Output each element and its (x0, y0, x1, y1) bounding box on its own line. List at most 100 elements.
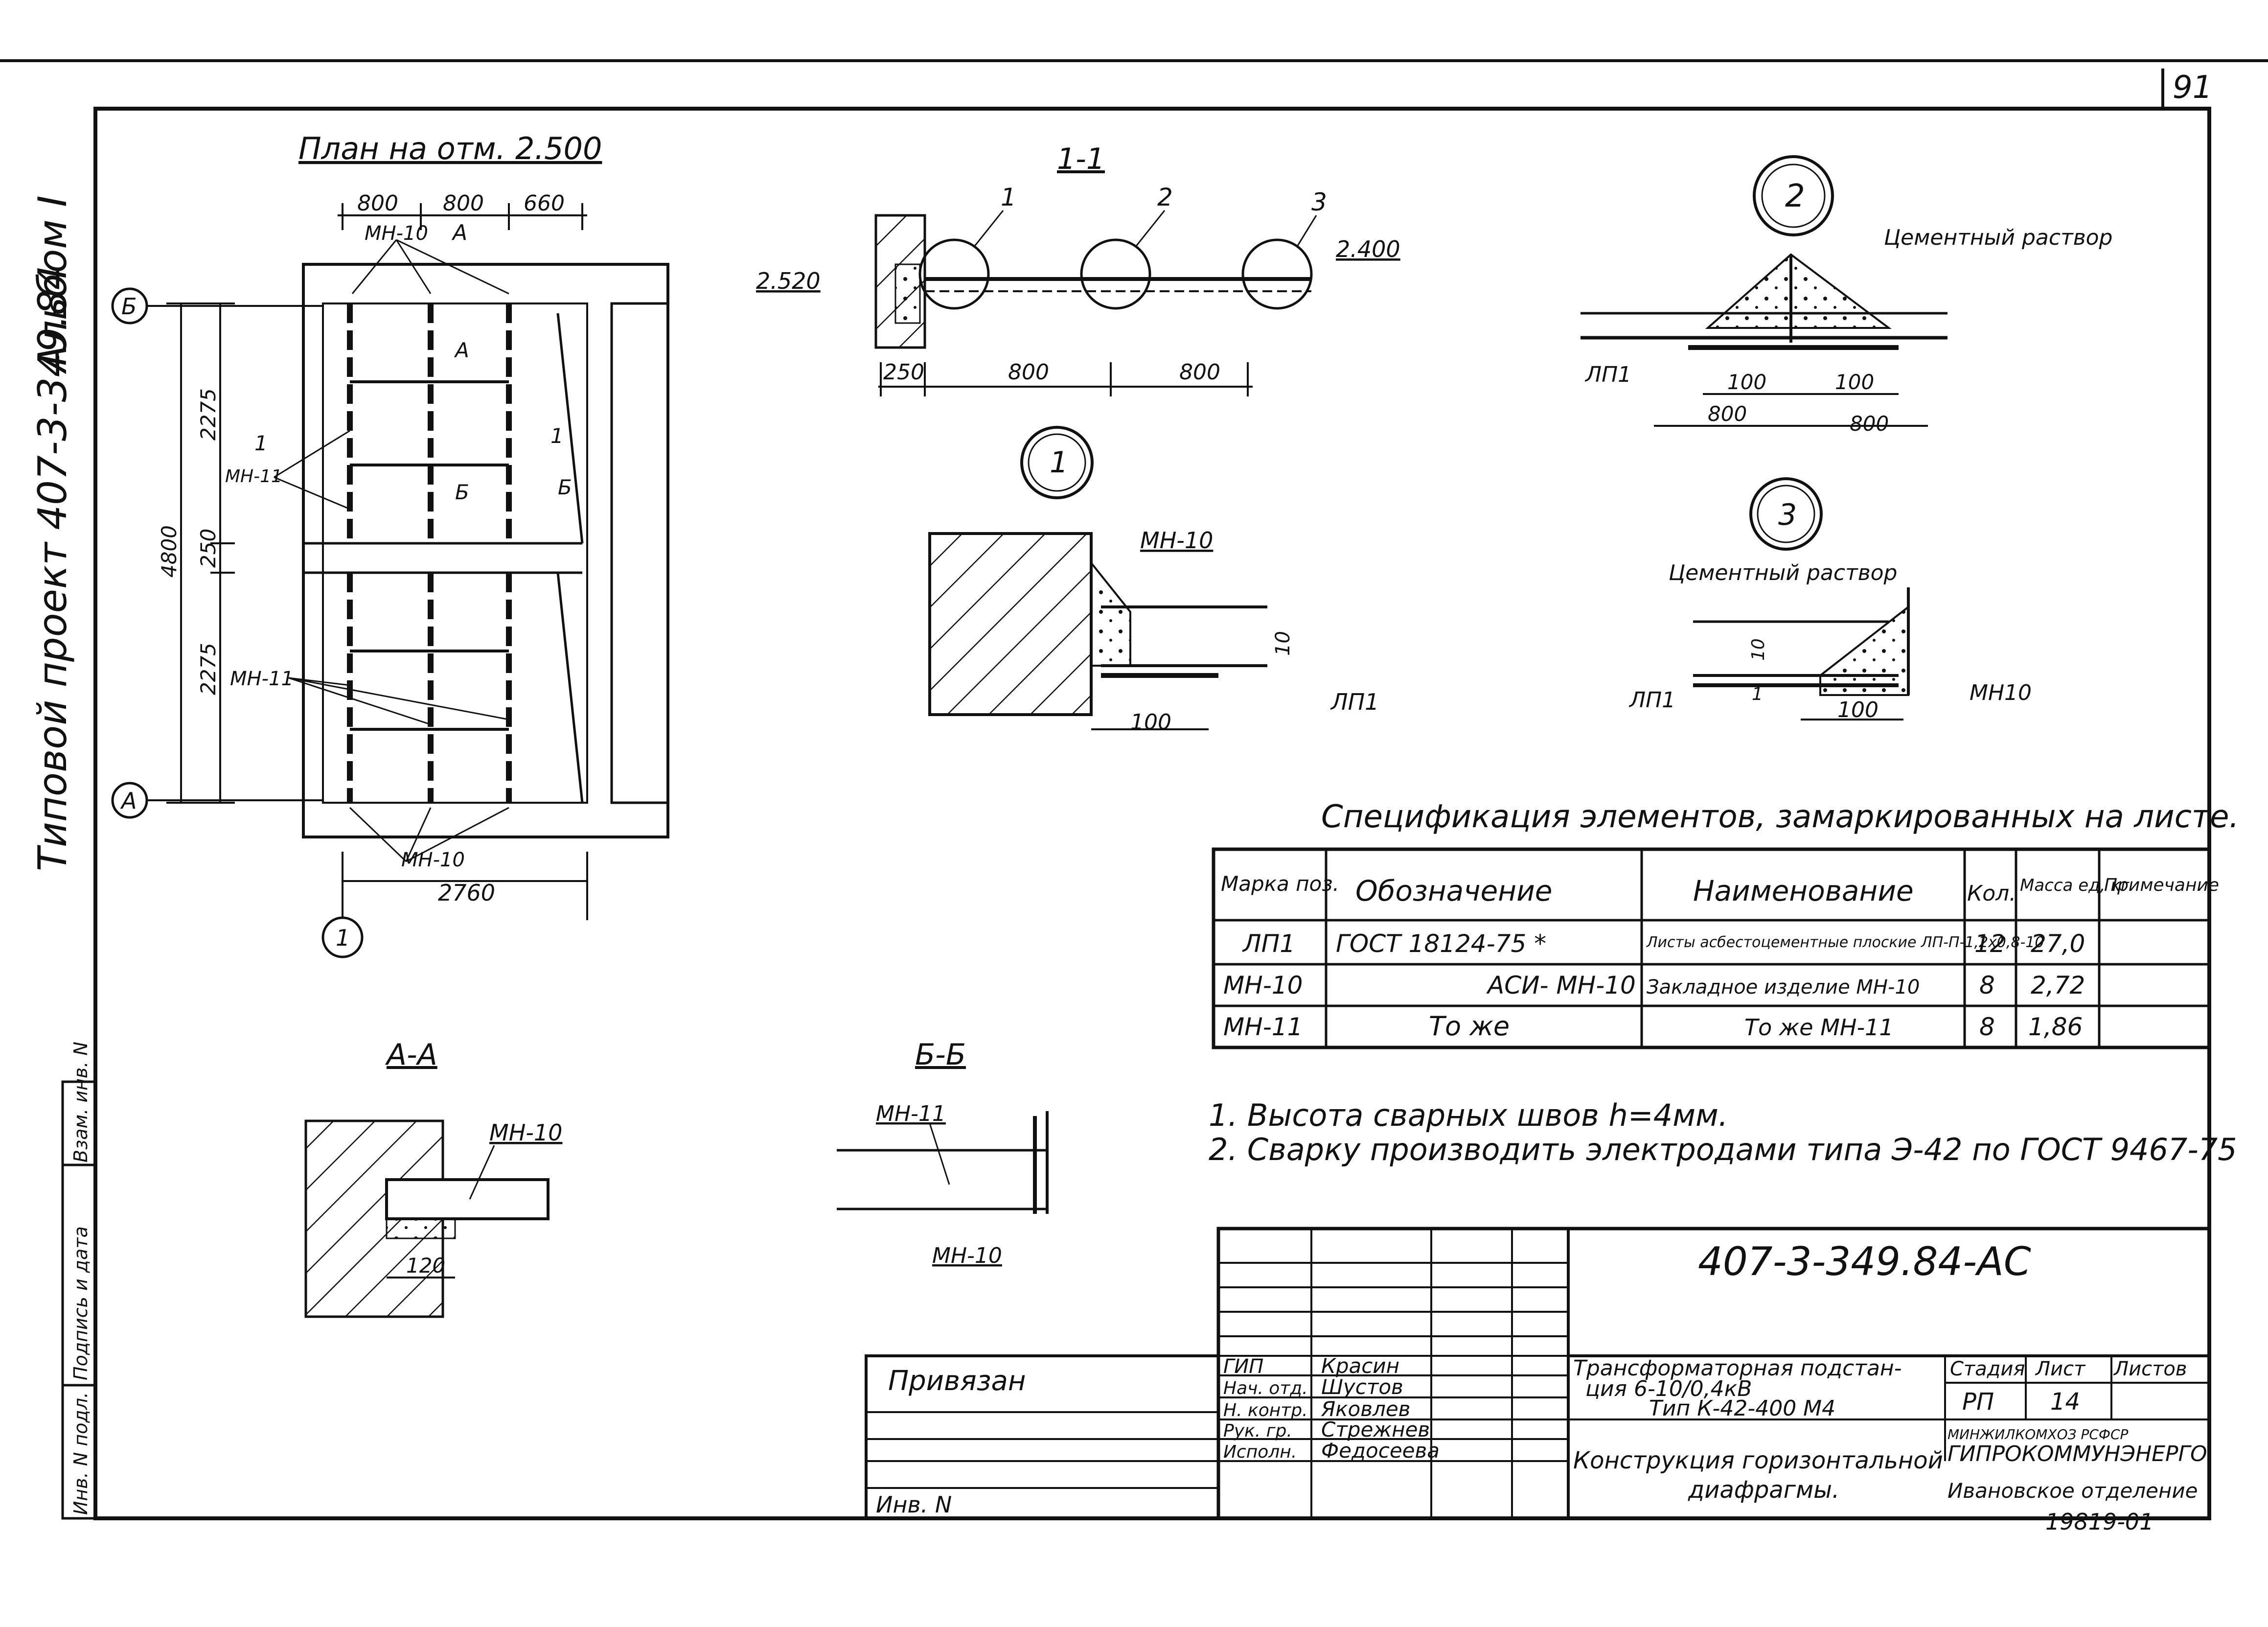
stamp-inv: Инв. N подл. (70, 1392, 92, 1515)
plan-dim-left-1: 2275 (196, 388, 220, 441)
section-aa-label: МН-10 (489, 1119, 562, 1146)
axis-a-label: А (120, 788, 137, 814)
node-2-lp-label: ЛП1 (1584, 362, 1631, 387)
plan-label-mn10-top: МН-10 (365, 222, 428, 245)
tb-name-1: Красин (1321, 1354, 1399, 1378)
section-1-1: 1-1 1 2 3 2.520 2.400 250 800 800 (756, 142, 1400, 396)
tb-sheet-title-2: диафрагмы. (1688, 1476, 1839, 1504)
tb-name-4: Стрежнев (1321, 1418, 1430, 1441)
spec-header-designation: Обозначение (1355, 874, 1552, 907)
node-1-dim-100: 100 (1130, 710, 1171, 735)
spec-row1-mark: ЛП1 (1242, 930, 1295, 958)
spec-header-qty: Кол. (1967, 881, 2016, 906)
node-2-detail: 2 Цементный раствор ЛП1 100 100 800 800 (1581, 155, 2112, 436)
section-b-b: Б-Б МН-11 МН-10 (837, 1038, 1049, 1268)
tb-object-title-3: Тип К-42-400 М4 (1649, 1396, 1835, 1421)
tb-inv: Инв. N (876, 1491, 952, 1518)
spec-row3-name: То же МН-11 (1744, 1014, 1894, 1041)
spec-header-mark: Марка поз. (1221, 872, 1339, 896)
plan-cut-1-left: 1 (254, 431, 268, 455)
section-bb-title: Б-Б (915, 1038, 966, 1072)
spec-title: Спецификация элементов, замаркированных … (1321, 799, 2239, 835)
tb-role-1: ГИП (1223, 1355, 1263, 1378)
section-bb-label-bottom: МН-10 (932, 1243, 1002, 1268)
section-a-a: А-А МН-10 120 (304, 1038, 562, 1318)
tb-privyazan: Привязан (888, 1365, 1026, 1397)
node-1-dim-10: 10 (1272, 631, 1294, 656)
tb-org-institute: ГИПРОКОММУНЭНЕРГО (1947, 1441, 2207, 1466)
left-stamp: Инв. N подл. Подпись и дата Взам. инв. N (61, 1042, 97, 1520)
node-2-mortar-label: Цементный раствор (1884, 225, 2112, 250)
plan-dim-left-3: 2275 (196, 643, 220, 695)
plan-label-mn11-mid: МН-11 (225, 466, 282, 487)
node-3-dim-10: 10 (1748, 638, 1768, 661)
spec-row1-mass: 27,0 (2031, 930, 2085, 958)
spec-row2-mass: 2,72 (2031, 971, 2085, 999)
node-3-detail: 3 Цементный раствор ЛП1 МН10 10 1 100 (1628, 477, 2032, 722)
spec-row3-qty: 8 (1979, 1013, 1995, 1041)
plan-title: План на отм. 2.500 (298, 131, 602, 166)
project-side-title: Типовой проект 407-3-349.84 (30, 265, 75, 871)
spec-row1-qty: 12 (1974, 930, 2006, 958)
tb-sheet-value: 14 (2050, 1388, 2080, 1416)
spec-row2-mark: МН-10 (1223, 971, 1303, 999)
plan-dim-top-3: 660 (524, 191, 565, 216)
node-2-dim-large-2: 800 (1850, 412, 1889, 436)
tb-role-4: Рук. гр. (1223, 1421, 1292, 1441)
note-2: 2. Сварку производить электродами типа Э… (1209, 1132, 2237, 1167)
title-block: Привязан Инв. N 407-3-349.84-АС ГИП Нач.… (865, 1227, 2211, 1535)
plan-dim-left-2: 250 (196, 529, 220, 568)
node-1-detail: 1 МН-10 ЛП1 10 100 (928, 426, 1379, 735)
section-11-callout-2: 2 (1157, 183, 1173, 211)
node-2-dim-small-2: 100 (1835, 370, 1874, 394)
spec-row1-name: Листы асбестоцементные плоские ЛП-П-1,2х… (1646, 934, 2044, 951)
section-11-mark-right: 2.400 (1336, 236, 1400, 262)
section-11-callout-1: 1 (1001, 183, 1016, 211)
spec-row1-designation: ГОСТ 18124-75 * (1336, 930, 1546, 958)
section-11-dim-3: 800 (1179, 360, 1220, 385)
plan-dim-bottom: 2760 (438, 880, 495, 906)
plan-label-mn10-bottom: МН-10 (401, 849, 465, 871)
tb-name-3: Яковлев (1321, 1397, 1410, 1421)
node-3-mn-label: МН10 (1970, 680, 2032, 705)
plan-cut-a-top: А (451, 220, 467, 245)
plan-dim-top-1: 800 (357, 191, 398, 216)
tb-name-5: Федосеева (1321, 1439, 1440, 1463)
node-1-mn-label: МН-10 (1140, 527, 1213, 554)
spec-row2-designation: АСИ- МН-10 (1486, 971, 1636, 999)
spec-row3-mark: МН-11 (1223, 1013, 1303, 1041)
node-3-lp-label: ЛП1 (1628, 688, 1675, 713)
spec-table: Спецификация элементов, замаркированных … (1212, 799, 2239, 1049)
tb-sheets-header: Листов (2113, 1358, 2187, 1380)
node-3-dim-1: 1 (1752, 684, 1763, 704)
spec-row2-name: Закладное изделие МН-10 (1647, 976, 1920, 999)
plan-view: План на отм. 2.500 800 800 660 МН-10 А (111, 131, 669, 958)
tb-org-ministry: МИНЖИЛКОМХОЗ РСФСР (1947, 1426, 2129, 1442)
section-11-callout-3: 3 (1311, 188, 1327, 216)
section-11-dim-2: 800 (1008, 360, 1049, 385)
tb-stage-value: РП (1962, 1388, 1994, 1416)
node-3-mortar-label: Цементный раствор (1669, 560, 1897, 585)
plan-cut-1-right: 1 (550, 424, 564, 448)
stamp-replace: Взам. инв. N (70, 1042, 92, 1162)
spec-header-mass: Масса ед, кг (2020, 876, 2130, 895)
tb-sheet-title-1: Конструкция горизонтальной (1573, 1447, 1943, 1474)
section-11-title: 1-1 (1057, 142, 1105, 176)
spec-row3-mass: 1,86 (2028, 1013, 2083, 1041)
spec-row3-designation: То же (1429, 1011, 1510, 1042)
node-2-dim-large-1: 800 (1708, 402, 1747, 426)
tb-stage-header: Стадия (1950, 1358, 2025, 1380)
spec-header-name: Наименование (1693, 874, 1914, 907)
node-1-number: 1 (1050, 445, 1068, 480)
tb-role-3: Н. контр. (1223, 1400, 1308, 1420)
section-aa-dim: 120 (406, 1254, 445, 1278)
node-3-dim-100: 100 (1837, 697, 1879, 722)
tb-org-branch: Ивановское отделение (1947, 1479, 2198, 1503)
section-aa-title: А-А (385, 1038, 437, 1072)
section-bb-label-top: МН-11 (876, 1101, 946, 1126)
node-1-lp-label: ЛП1 (1330, 689, 1379, 715)
node-3-number: 3 (1778, 498, 1797, 532)
tb-object-title-1: Трансформаторная подстан- (1573, 1356, 1902, 1381)
section-11-mark-left: 2.520 (756, 268, 821, 294)
